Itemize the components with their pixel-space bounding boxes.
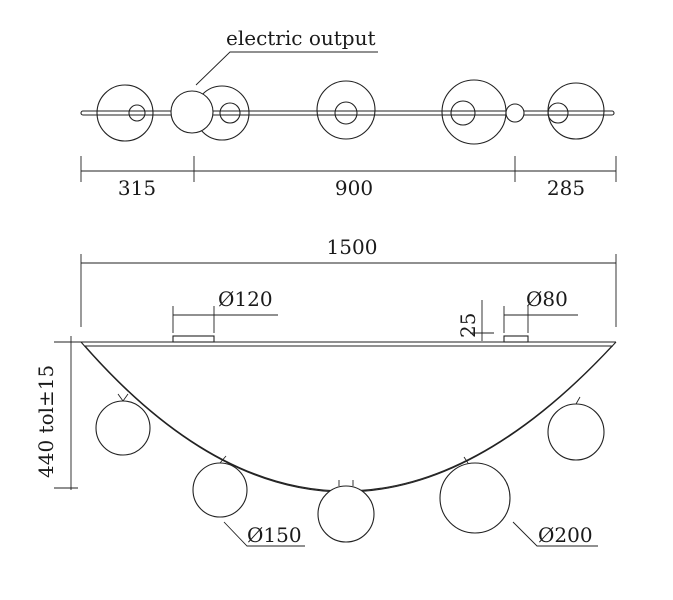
canopy-120	[172, 335, 215, 343]
dimension-1500: 1500	[80, 235, 617, 327]
diameter-200-leader	[512, 521, 598, 547]
canopy-80	[503, 335, 529, 343]
front-view: Ø120 Ø80 25	[34, 287, 617, 547]
arch-frame-top	[81, 341, 616, 347]
diameter-150-leader	[223, 521, 305, 547]
dimension-chain-top: 315 900 285	[80, 156, 617, 200]
globe-left-150	[192, 455, 248, 518]
dimension-25-label: 25	[456, 313, 480, 338]
height-dimension	[54, 336, 81, 490]
diameter-150-label: Ø150	[247, 523, 302, 547]
top-globe-1	[96, 84, 154, 142]
dimension-900: 900	[335, 176, 373, 200]
electric-output-leader	[195, 51, 378, 86]
top-globe-5	[547, 82, 605, 140]
top-view: electric output	[80, 26, 615, 145]
globe-center	[317, 480, 375, 543]
globe-left-top	[95, 393, 151, 456]
electric-output-label: electric output	[226, 26, 376, 50]
globe-right-top	[547, 396, 605, 461]
top-globe-3	[316, 80, 376, 140]
height-label: 440 tol±15	[34, 365, 58, 478]
small-canopy	[505, 103, 525, 123]
dimension-285: 285	[547, 176, 585, 200]
diameter-120-label: Ø120	[218, 287, 273, 311]
globe-right-200	[439, 456, 511, 534]
diameter-200-label: Ø200	[538, 523, 593, 547]
top-globe-4	[441, 79, 507, 145]
diameter-80-label: Ø80	[526, 287, 568, 311]
electric-output-canopy	[170, 90, 214, 134]
arch-frame-curve-inner	[84, 345, 613, 492]
dimension-315: 315	[118, 176, 156, 200]
top-view-bar	[80, 110, 615, 116]
dimension-1500-label: 1500	[327, 235, 378, 259]
